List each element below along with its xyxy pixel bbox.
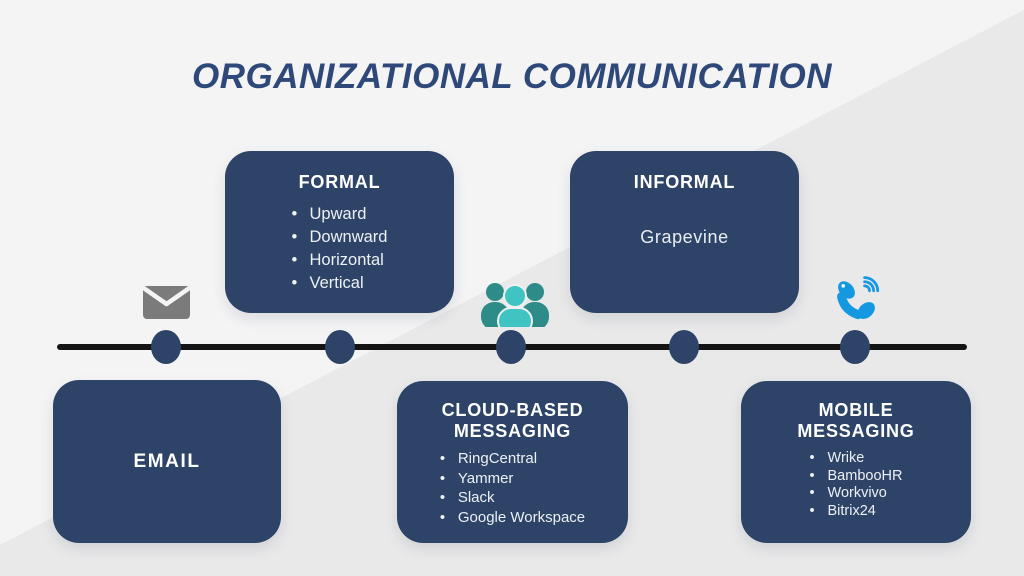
page-title: ORGANIZATIONAL COMMUNICATION	[191, 57, 833, 96]
informal-card: INFORMAL Grapevine	[570, 151, 799, 313]
list-item: BambooHR	[810, 468, 903, 486]
list-item: Slack	[440, 488, 585, 508]
list-item: Yammer	[440, 469, 585, 489]
formal-card: FORMAL UpwardDownwardHorizontalVertical	[225, 151, 454, 313]
cloud-messaging-card: CLOUD-BASED MESSAGING RingCentralYammerS…	[397, 381, 628, 543]
list-item: Google Workspace	[440, 508, 585, 528]
cloud-messaging-card-title: CLOUD-BASED MESSAGING	[441, 400, 584, 441]
list-item: Bitrix24	[810, 503, 903, 521]
formal-card-title: FORMAL	[298, 172, 381, 192]
list-item: Horizontal	[292, 249, 388, 272]
list-item: Upward	[292, 203, 388, 226]
mobile-messaging-list: WrikeBambooHRWorkvivoBitrix24	[810, 450, 903, 520]
cloud-messaging-list: RingCentralYammerSlackGoogle Workspace	[440, 449, 585, 527]
timeline-dot-email	[151, 330, 181, 364]
list-item: Downward	[292, 226, 388, 249]
team-group-icon	[479, 281, 551, 335]
list-item: RingCentral	[440, 449, 585, 469]
timeline-dot-informal	[669, 330, 699, 364]
mobile-messaging-card-title: MOBILE MESSAGING	[797, 400, 915, 441]
formal-list: UpwardDownwardHorizontalVertical	[292, 203, 388, 295]
timeline-dot-cloud	[496, 330, 526, 364]
timeline-dot-mobile	[840, 330, 870, 364]
envelope-icon	[142, 286, 191, 324]
timeline-dot-formal	[325, 330, 355, 364]
informal-card-title: INFORMAL	[633, 172, 736, 192]
list-item: Wrike	[810, 450, 903, 468]
list-item: Workvivo	[810, 485, 903, 503]
email-card-title: EMAIL	[133, 450, 201, 472]
mobile-messaging-card: MOBILE MESSAGING WrikeBambooHRWorkvivoBi…	[741, 381, 971, 543]
list-item: Vertical	[292, 272, 388, 295]
email-card: EMAIL	[53, 380, 281, 543]
ringing-phone-icon	[835, 274, 881, 329]
informal-card-note: Grapevine	[640, 227, 729, 247]
